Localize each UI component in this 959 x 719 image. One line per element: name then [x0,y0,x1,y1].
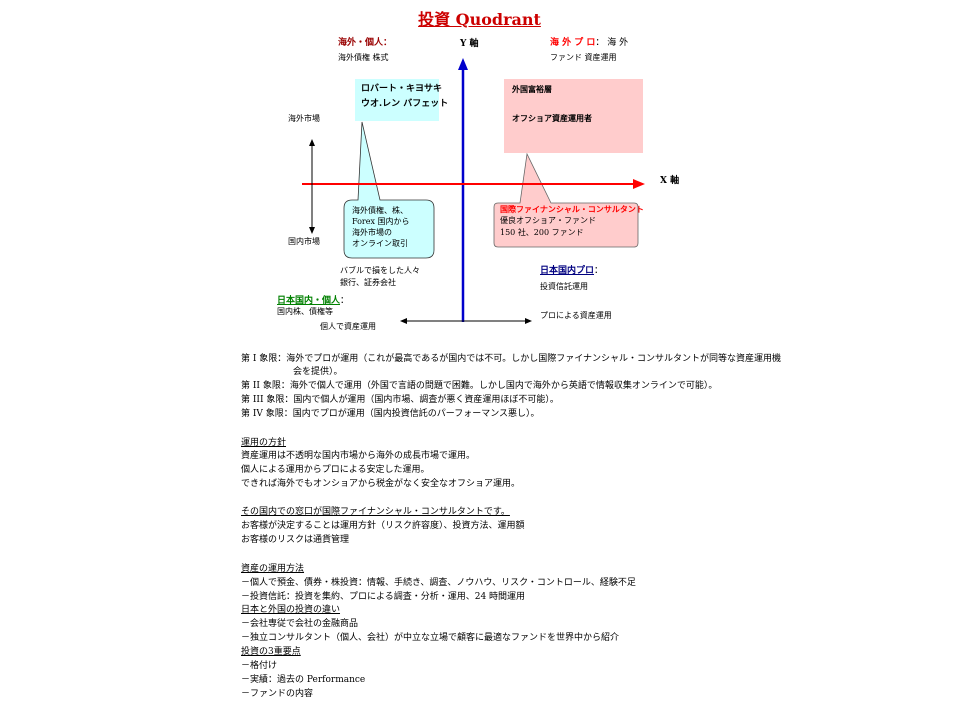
y-axis-label: Y 軸 [460,39,479,49]
q-bottom-left-heading: 日本国内・個人 [277,296,341,306]
overseas-market-label: 海外市場 [288,114,320,123]
points-line: －ファンドの内容 [241,689,314,699]
q-top-right-heading-suffix: ： 海 外 [595,38,629,48]
differences-line: －独立コンサルタント（個人、会社）が中立な立場で顧客に最適なファンドを世界中から… [241,633,620,643]
callout-right-heading: 国際ファイナンシャル・コンサルタント [500,204,644,214]
offshore-line-2: オフショア資産運用者 [512,113,592,123]
policy-line: 資産運用は不透明な国内市場から海外の成長市場で運用。 [241,451,476,461]
callout-left-line-2: Forex 国内から [352,217,410,226]
domestic-market-label: 国内市場 [288,237,320,246]
consultant-line: お客様のリスクは通貨管理 [241,535,350,545]
q-bottom-right-heading-suffix: ： [594,266,604,276]
points-line: －実績：過去の Performance [241,675,366,685]
callout-left-line-4: オンライン取引 [352,239,408,248]
q-bottom-left-sub-2: 個人で資産運用 [320,322,376,331]
points-line: －格付け [241,661,278,671]
methods-line: －投資信託：投資を集約、プロによる調査・分析・運用、24 時間運用 [241,592,526,602]
q-top-right-sub: ファンド 資産運用 [550,53,617,62]
policy-line: 個人による運用からプロによる安定した運用。 [241,465,430,475]
operation-arrow-right [525,318,532,324]
x-axis-label: X 軸 [660,176,680,186]
methods-heading: 資産の運用方法 [241,564,305,574]
bubble-note-line-2: 銀行、証券会社 [340,278,396,287]
callout-right-balloon [493,152,639,248]
consultant-heading: その国内での窓口が国際ファイナンシャル・コンサルタントです。 [241,507,510,517]
q-top-right-heading: 海 外 プ ロ [550,38,596,48]
quadrant-note-4: 第 IV 象限：国内でプロが運用（国内投資信託のパーフォーマンス悪し）。 [241,409,540,419]
q-bottom-left-sub-1: 国内株、債権等 [277,307,333,316]
differences-heading: 日本と外国の投資の違い [241,605,341,615]
page-title: 投資 Quodrant [418,10,541,29]
bubble-note-line-1: バブルで損をした人々 [340,266,420,275]
offshore-investors-box [504,79,643,153]
q-bottom-left-title: 日本国内・個人： [277,295,349,307]
investor-name-2: ウオ.レン バフェット [361,99,449,109]
q-top-right-title: 海 外 プ ロ： 海 外 [550,37,628,49]
callout-right-line-2: 150 社、200 ファンド [500,228,584,237]
q-bottom-left-heading-suffix: ： [340,296,350,306]
differences-line: －会社専従で会社の金融商品 [241,619,359,629]
callout-left-line-1: 海外債権、株、 [352,206,408,215]
policy-heading: 運用の方針 [241,438,287,448]
y-axis-arrowhead [458,58,468,70]
q-top-left-heading: 海外・個人： [338,38,393,48]
operation-arrow-left [400,318,407,324]
quadrant-note-1-cont: 会を提供）。 [293,367,343,377]
methods-line: －個人で預金、債券・株投資：情報、手続き、調査、ノウハウ、リスク・コントロール、… [241,578,636,588]
x-axis-arrowhead [633,179,645,189]
consultant-line: お客様が決定することは運用方針（リスク許容度）、投資方法、運用額 [241,521,525,531]
q-bottom-right-sub: 投資信託運用 [540,282,588,291]
points-heading: 投資の3重要点 [241,647,301,657]
callout-right-line-1: 優良オフショア・ファンド [500,216,596,225]
offshore-line-1: 外国富裕層 [512,84,552,94]
callout-left-line-3: 海外市場の [352,228,392,237]
investor-name-1: ロバート・キヨサキ [361,84,443,94]
quadrant-note-1: 第 I 象限：海外でプロが運用（これが最高であるが国内では不可。しかし国際ファイ… [241,354,782,364]
investor-examples-box [355,79,439,121]
pro-operation-label: プロによる資産運用 [540,311,612,320]
market-arrow-up [309,139,315,146]
market-arrow-down [309,227,315,234]
policy-line: できれば海外でもオンショアから税金がなく安全なオフショア運用。 [241,479,521,489]
q-bottom-right-heading: 日本国内プロ [540,266,595,276]
quadrant-note-2: 第 II 象限：海外で個人で運用（外国で言語の問題で困難。しかし国内で海外から英… [241,381,718,391]
q-top-left-sub: 海外債権 株式 [338,53,389,62]
callout-left-balloon [343,121,435,259]
q-bottom-right-title: 日本国内プロ： [540,265,603,277]
quadrant-note-3: 第 III 象限：国内で個人が運用（国内市場、調査が悪く資産運用ほぼ不可能）。 [241,395,559,405]
